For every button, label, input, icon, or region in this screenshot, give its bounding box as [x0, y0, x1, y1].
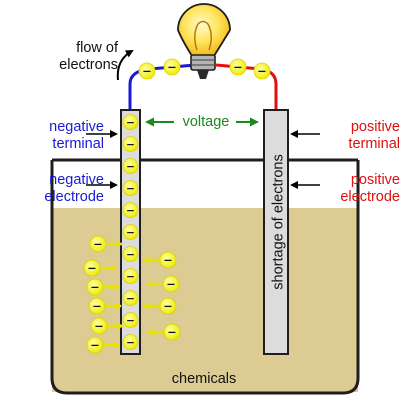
- svg-text:−: −: [142, 65, 151, 78]
- svg-text:−: −: [167, 61, 176, 74]
- electron-icon-left-5: −: [90, 317, 108, 335]
- electron-icon-right-1: −: [159, 251, 177, 269]
- positive-electrode-line-1: positive: [350, 172, 400, 188]
- svg-text:−: −: [93, 238, 102, 251]
- negative-terminal-line-2: terminal: [52, 136, 104, 152]
- light-bulb-icon: [177, 3, 231, 79]
- voltage-label: voltage: [168, 114, 244, 131]
- electron-icon-right-2: −: [162, 275, 180, 293]
- electron-icon-wire-2: −: [163, 58, 181, 76]
- svg-text:−: −: [163, 254, 172, 267]
- flow-of-electrons-line-1: flow of: [76, 40, 118, 56]
- shortage-of-electrons-text: shortage of electrons: [270, 154, 287, 290]
- electron-icon-electrode-3: −: [122, 158, 139, 174]
- svg-text:−: −: [126, 271, 135, 283]
- svg-text:−: −: [126, 117, 135, 129]
- chemicals-text: chemicals: [171, 371, 237, 387]
- electron-icon-wire-3: −: [229, 58, 247, 76]
- positive-electrode-line-2: electrode: [340, 189, 400, 205]
- flow-of-electrons-line-2: electrons: [59, 57, 118, 73]
- positive-electrode-label: positive electrode: [300, 172, 400, 206]
- electron-icon-right-3: −: [159, 297, 177, 315]
- svg-text:−: −: [126, 205, 135, 217]
- svg-text:−: −: [126, 161, 135, 173]
- svg-text:−: −: [167, 326, 176, 339]
- svg-text:−: −: [92, 300, 101, 313]
- chemicals-label: chemicals: [154, 371, 254, 388]
- svg-text:−: −: [87, 262, 96, 275]
- battery-container: [50, 160, 360, 395]
- electron-icon-left-2: −: [83, 259, 101, 277]
- electron-icon-electrode-6: −: [122, 224, 139, 240]
- svg-text:−: −: [126, 315, 135, 327]
- svg-text:−: −: [90, 339, 99, 352]
- svg-text:−: −: [126, 249, 135, 261]
- flow-arrow: [116, 50, 134, 81]
- electrons-group: − − − − − − − − − − − − − − − − − − − − − − − − −: [83, 58, 271, 354]
- electron-icon-left-6: −: [86, 336, 104, 354]
- electron-icon-electrode-9: −: [122, 290, 139, 306]
- svg-text:−: −: [126, 293, 135, 305]
- electron-icon-electrode-2: −: [122, 136, 139, 152]
- voltage-text: voltage: [182, 114, 230, 130]
- positive-terminal-line-2: terminal: [348, 136, 400, 152]
- positive-electrode: [263, 109, 289, 355]
- svg-text:−: −: [126, 227, 135, 239]
- electron-icon-wire-4: −: [253, 62, 271, 80]
- electron-icon-electrode-5: −: [122, 202, 139, 218]
- electron-icon-left-1: −: [89, 235, 107, 253]
- positive-terminal-line-1: positive: [350, 119, 400, 135]
- electron-icon-electrode-4: −: [122, 180, 139, 196]
- svg-text:−: −: [126, 337, 135, 349]
- negative-terminal-label: negative terminal: [8, 119, 104, 153]
- electron-icon-electrode-1: −: [122, 114, 139, 130]
- svg-text:−: −: [94, 320, 103, 333]
- positive-terminal-label: positive terminal: [300, 119, 400, 153]
- electron-icon-electrode-10: −: [122, 312, 139, 328]
- negative-electrode-line-2: electrode: [44, 189, 104, 205]
- negative-electrode-label: negative electrode: [8, 172, 104, 206]
- electron-icon-right-4: −: [163, 323, 181, 341]
- electron-icon-electrode-8: −: [122, 268, 139, 284]
- svg-text:−: −: [233, 61, 242, 74]
- svg-text:−: −: [257, 65, 266, 78]
- negative-terminal-line-1: negative: [49, 119, 104, 135]
- negative-electrode-line-1: negative: [49, 172, 104, 188]
- electron-icon-electrode-11: −: [122, 334, 139, 350]
- electron-icon-left-3: −: [86, 278, 104, 296]
- svg-text:−: −: [126, 139, 135, 151]
- flow-of-electrons-label: flow of electrons: [48, 40, 118, 74]
- electron-icon-left-4: −: [88, 297, 106, 315]
- svg-text:−: −: [166, 278, 175, 291]
- electron-icon-electrode-7: −: [122, 246, 139, 262]
- svg-text:−: −: [126, 183, 135, 195]
- svg-text:−: −: [90, 281, 99, 294]
- svg-text:−: −: [163, 300, 172, 313]
- electron-icon-wire-1: −: [138, 62, 156, 80]
